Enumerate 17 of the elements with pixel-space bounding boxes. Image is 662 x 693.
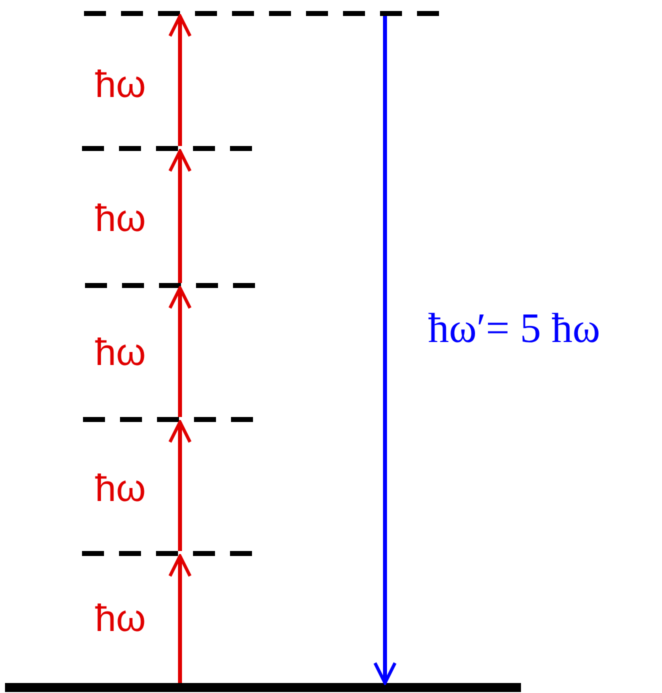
dashed-energy-level xyxy=(82,146,254,151)
dashed-energy-level xyxy=(83,417,255,422)
dashed-energy-level xyxy=(82,551,254,556)
arrow xyxy=(168,286,192,417)
edge-label: ħω xyxy=(95,66,146,104)
ground-level-line xyxy=(5,683,521,692)
arrow xyxy=(168,420,192,551)
edge-label: ħω xyxy=(95,334,146,372)
arrow xyxy=(168,149,192,283)
edge-label: ħω xyxy=(95,200,146,238)
edge-label: ħω′= 5 ħω xyxy=(428,308,600,350)
dashed-energy-level xyxy=(85,283,257,288)
edge-label: ħω xyxy=(95,600,146,638)
arrow xyxy=(168,554,192,683)
arrow xyxy=(373,16,397,685)
arrow xyxy=(168,14,192,146)
edge-label: ħω xyxy=(95,470,146,508)
